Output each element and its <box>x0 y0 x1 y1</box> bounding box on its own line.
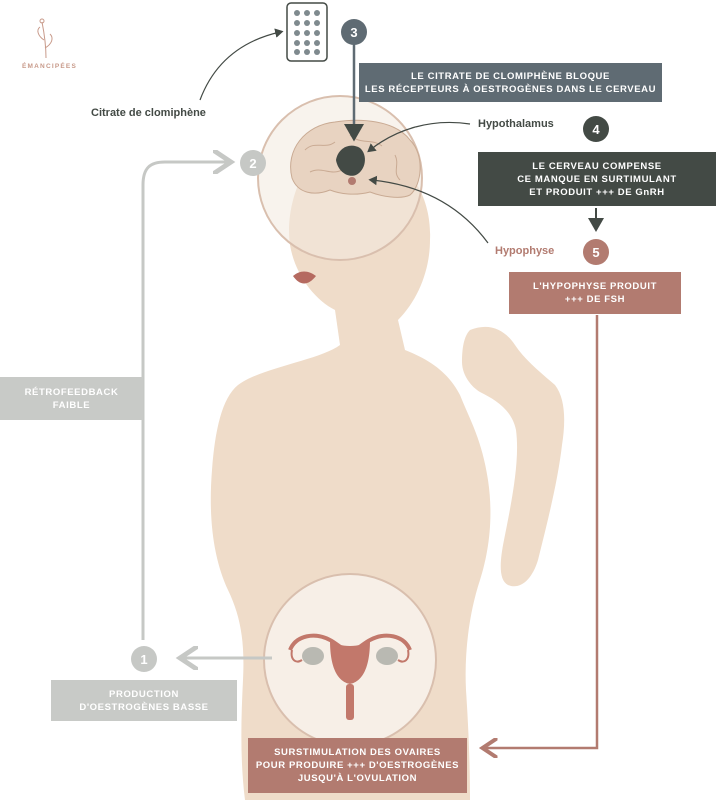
uterus-icon <box>288 633 412 720</box>
step-5-badge: 5 <box>583 239 609 265</box>
box-citrate-block: LE CITRATE DE CLOMIPHÈNE BLOQUE LES RÉCE… <box>359 63 662 102</box>
box-fsh-line-2: +++ DE FSH <box>564 294 626 305</box>
box-low-estrogen-line-1: PRODUCTION <box>109 688 179 700</box>
box-ovary-line-2: POUR PRODUIRE +++ D'OESTROGÈNES <box>255 760 460 771</box>
box-ovary-stimulation: SURSTIMULATION DES OVAIRES POUR PRODUIRE… <box>248 738 467 793</box>
label-hypophyse: Hypophyse <box>495 245 555 257</box>
box-low-estrogen: PRODUCTION D'OESTROGÈNES BASSE <box>51 680 237 721</box>
brain-icon <box>290 119 421 198</box>
box-brain-line-2: CE MANQUE EN SURTIMULANT <box>517 173 677 185</box>
box-fsh-line-1: L'HYPOPHYSE PRODUIT <box>533 281 657 292</box>
step-1-badge: 1 <box>131 646 157 672</box>
box-feedback: RÉTROFEEDBACK FAIBLE <box>0 377 143 420</box>
lips-icon <box>293 271 316 284</box>
box-citrate-block-line-2: LES RÉCEPTEURS À OESTROGÈNES DANS LE CER… <box>364 83 657 95</box>
leaf-logo-icon <box>37 18 53 59</box>
box-feedback-line-1: RÉTROFEEDBACK <box>24 386 119 398</box>
box-citrate-block-line-1: LE CITRATE DE CLOMIPHÈNE BLOQUE <box>411 70 610 82</box>
box-pituitary-fsh: L'HYPOPHYSE PRODUIT +++ DE FSH <box>509 272 681 314</box>
step-4-badge: 4 <box>583 116 609 142</box>
box-brain-line-1: LE CERVEAU COMPENSE <box>532 160 662 172</box>
box-ovary-line-1: SURSTIMULATION DES OVAIRES <box>274 747 441 758</box>
label-clomiphene: Citrate de clomiphène <box>91 107 206 119</box>
label-hypothalamus: Hypothalamus <box>478 118 554 130</box>
box-brain-line-3: ET PRODUIT +++ DE GnRH <box>529 186 665 198</box>
box-low-estrogen-line-2: D'OESTROGÈNES BASSE <box>79 701 209 713</box>
box-ovary-line-3: JUSQU'À L'OVULATION <box>297 773 418 784</box>
step-3-badge: 3 <box>341 19 367 45</box>
box-feedback-line-2: FAIBLE <box>52 399 91 411</box>
step-2-badge: 2 <box>240 150 266 176</box>
box-brain-compensates: LE CERVEAU COMPENSE CE MANQUE EN SURTIMU… <box>478 152 716 206</box>
pill-pack-icon <box>286 2 328 62</box>
brand-logo: ÉMANCIPÉES <box>22 63 77 70</box>
